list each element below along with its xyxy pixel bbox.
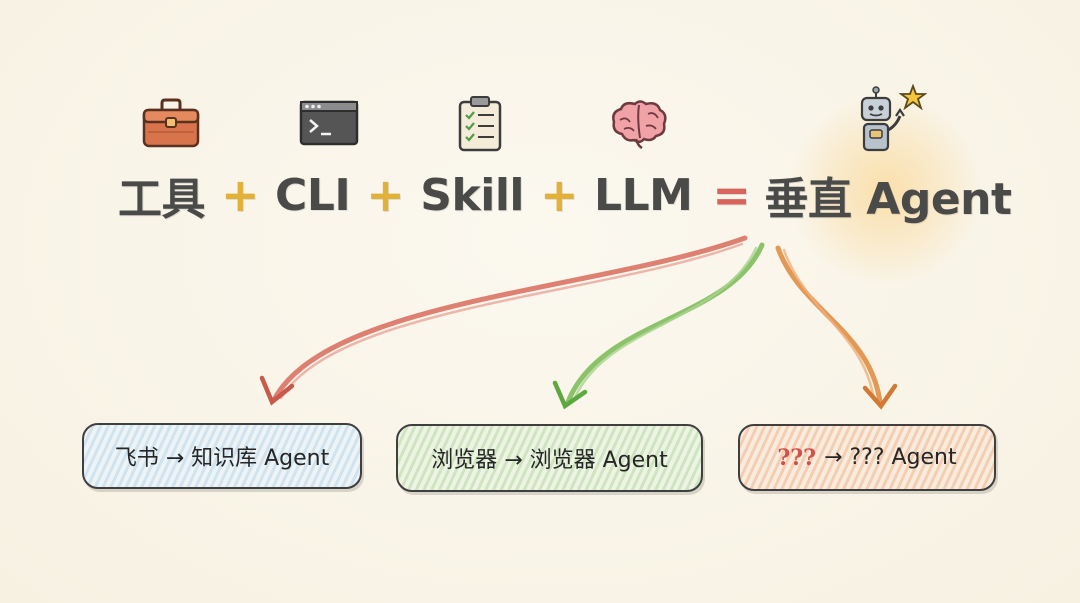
robot-icon — [860, 86, 905, 152]
formula-term-tool: 工具 — [118, 174, 206, 225]
star-icon — [899, 84, 927, 110]
arrow-to-unknown-agent — [775, 245, 898, 410]
formula-term-vertical-agent: 垂直 Agent — [764, 174, 1012, 225]
arrow-to-knowledge-agent — [259, 235, 748, 406]
terminal-icon — [299, 100, 359, 146]
plus-sign: + — [221, 168, 260, 222]
plus-sign: + — [366, 168, 405, 222]
plus-sign: + — [540, 168, 579, 222]
unknown-agent-box: ??? → ??? Agent — [738, 424, 996, 491]
formula-row: 工具 + CLI + Skill + LLM = 垂直 Agent — [118, 162, 1018, 228]
clipboard-checklist-icon — [458, 96, 502, 152]
brain-icon — [612, 100, 667, 150]
formula-term-cli: CLI — [275, 169, 351, 221]
browser-agent-label: 浏览器 → 浏览器 Agent — [431, 448, 668, 473]
unknown-agent-label: → ??? Agent — [824, 445, 957, 470]
formula-term-llm: LLM — [594, 169, 693, 221]
equals-sign: = — [712, 168, 751, 222]
formula-term-skill: Skill — [420, 169, 524, 221]
knowledge-base-agent-label: 飞书 → 知识库 Agent — [114, 446, 330, 471]
unknown-source-marks: ??? — [777, 444, 817, 471]
arrow-to-browser-agent — [552, 242, 765, 410]
toolbox-icon — [142, 98, 200, 148]
knowledge-base-agent-box: 飞书 → 知识库 Agent — [82, 423, 362, 489]
browser-agent-box: 浏览器 → 浏览器 Agent — [396, 424, 703, 492]
